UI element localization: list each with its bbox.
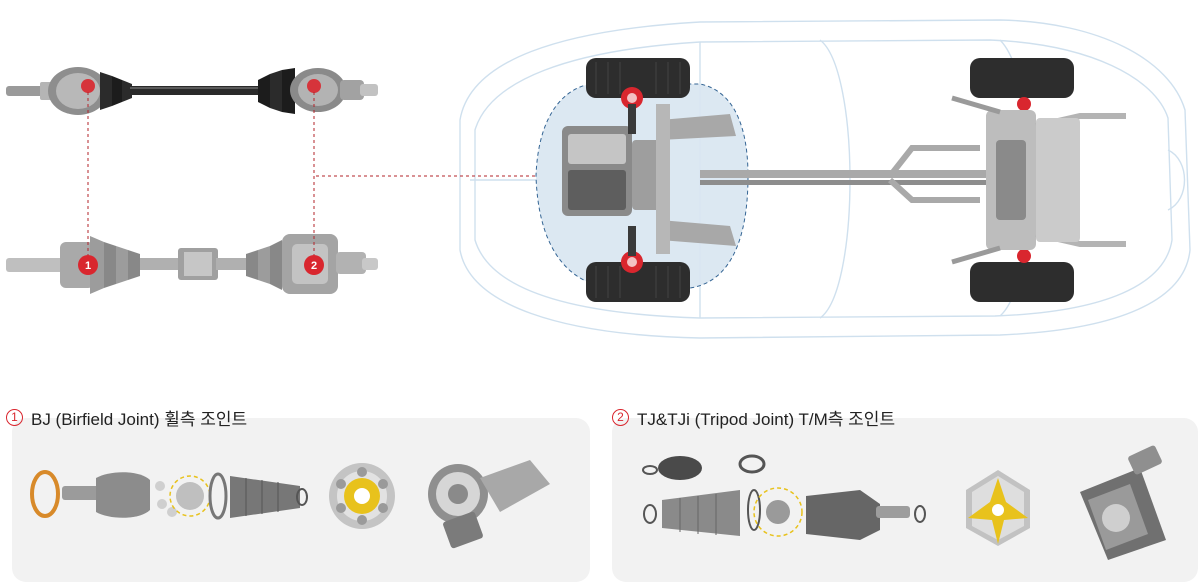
birfield-joint-exploded: [30, 470, 308, 520]
svg-text:1: 1: [85, 260, 91, 272]
section-label-tj: TJ&TJi (Tripod Joint) T/M측 조인트: [637, 409, 896, 429]
tripod-joint-photo: [1080, 445, 1166, 560]
section-title-tj: 2 TJ&TJi (Tripod Joint) T/M측 조인트: [612, 404, 895, 430]
svg-text:2: 2: [311, 260, 317, 272]
section-number-bj: 1: [6, 408, 23, 426]
tripod-spider-icon: [966, 470, 1030, 546]
car-chassis-topview: [562, 58, 1126, 302]
section-title-bj: 1 BJ (Birfield Joint) 휠측 조인트: [6, 404, 247, 430]
birfield-joint-photo: [428, 460, 550, 549]
marker-1: 1: [78, 255, 98, 275]
birfield-cage-icon: [329, 463, 395, 529]
marker-2-dot-top: [307, 79, 321, 93]
panel-tj: [612, 418, 1198, 582]
drive-shaft-photo: [6, 67, 378, 115]
drive-shaft-cutaway: [6, 234, 378, 294]
marker-1-dot-top: [81, 79, 95, 93]
tripod-joint-exploded: [642, 454, 926, 540]
panel-bj: [12, 418, 590, 582]
section-number-tj: 2: [612, 408, 629, 426]
marker-2: 2: [304, 255, 324, 275]
section-label-bj: BJ (Birfield Joint) 휠측 조인트: [31, 409, 248, 429]
